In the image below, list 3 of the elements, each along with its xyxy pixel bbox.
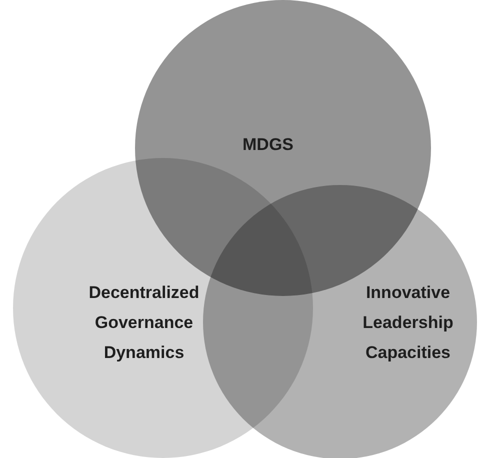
circle-label: MDGS	[242, 134, 294, 156]
circle-label: Decentralized Governance Dynamics	[88, 282, 200, 364]
circle-label: Innovative Leadership Capacities	[362, 282, 454, 364]
